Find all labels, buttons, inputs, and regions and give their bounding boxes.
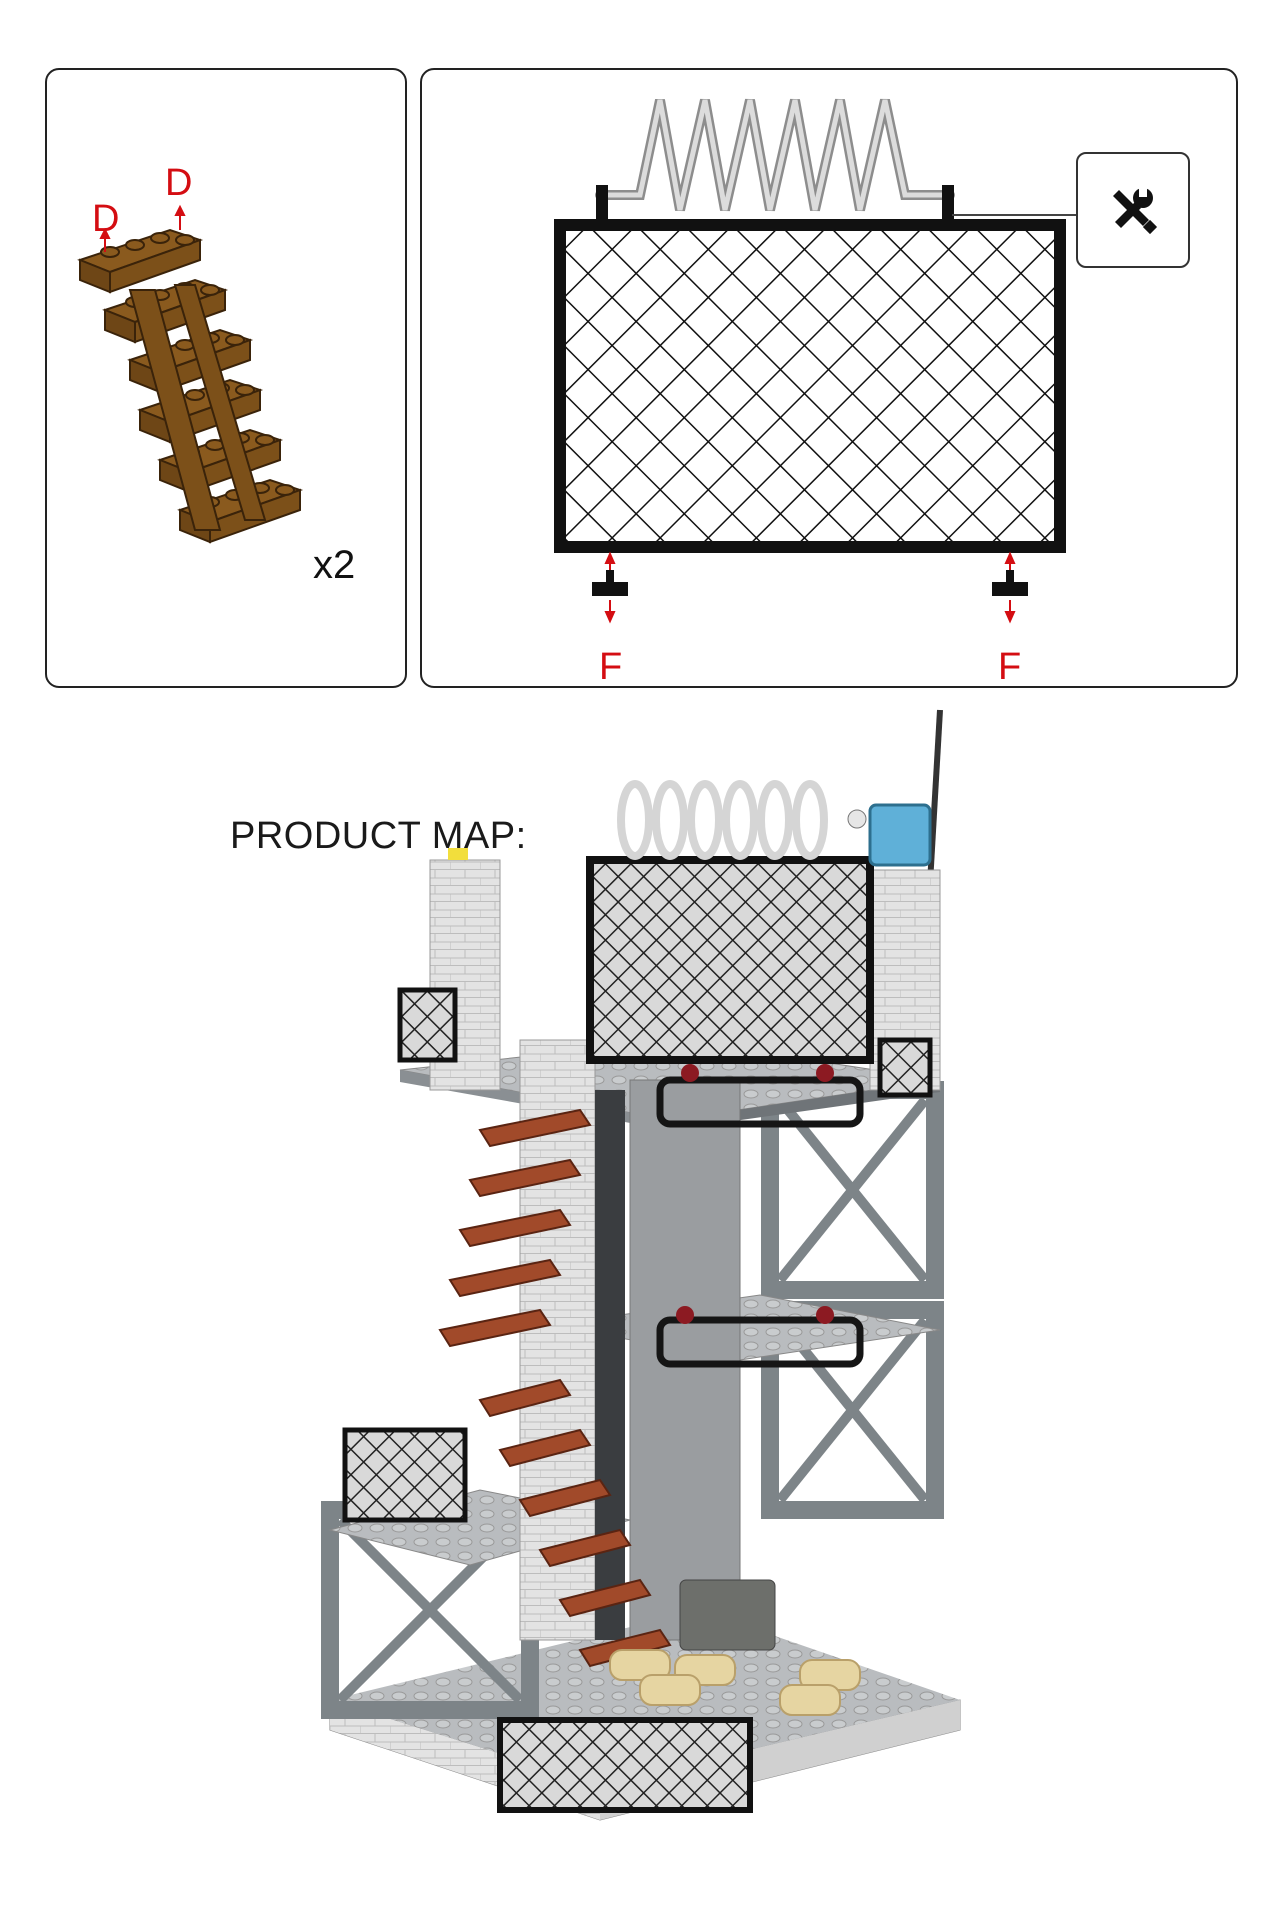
wrench-screwdriver-icon [1113, 188, 1158, 235]
step-panel-staircase [45, 68, 407, 688]
label-d-right: D [165, 162, 193, 204]
quantity-label: x2 [313, 543, 356, 587]
tool-callout-box [1076, 152, 1190, 268]
staircase-part-illustration [77, 204, 301, 543]
label-d-left: D [92, 198, 120, 240]
product-render-image [321, 709, 961, 1821]
label-f-right: F [998, 646, 1022, 688]
product-map-title: PRODUCT MAP: [230, 815, 527, 857]
fence-assembly-illustration [554, 98, 1076, 624]
label-f-left: F [599, 646, 623, 688]
